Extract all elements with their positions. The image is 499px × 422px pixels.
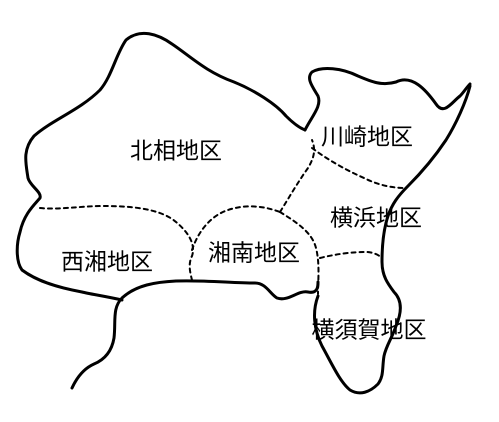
mainland-outline xyxy=(15,31,320,390)
kawasaki-outline xyxy=(303,67,472,132)
border-shonan-hokuso xyxy=(191,205,281,251)
east-coast-outline xyxy=(313,84,472,395)
border-hokuso-seisho xyxy=(39,205,194,281)
region-label-hokuso: 北相地区 xyxy=(130,139,222,165)
region-label-shonan: 湘南地区 xyxy=(208,241,300,267)
border-kawasaki-yokohama xyxy=(311,147,407,189)
border-yokohama-yokosuka xyxy=(319,251,383,259)
border-shonan-yokohama-north xyxy=(279,139,316,213)
region-label-yokosuka: 横須賀地区 xyxy=(312,318,427,344)
region-label-yokohama: 横浜地区 xyxy=(330,206,422,232)
region-label-kawasaki: 川崎地区 xyxy=(321,125,413,151)
border-shonan-yokohama xyxy=(279,211,320,295)
region-label-seisho: 西湘地区 xyxy=(61,250,153,276)
